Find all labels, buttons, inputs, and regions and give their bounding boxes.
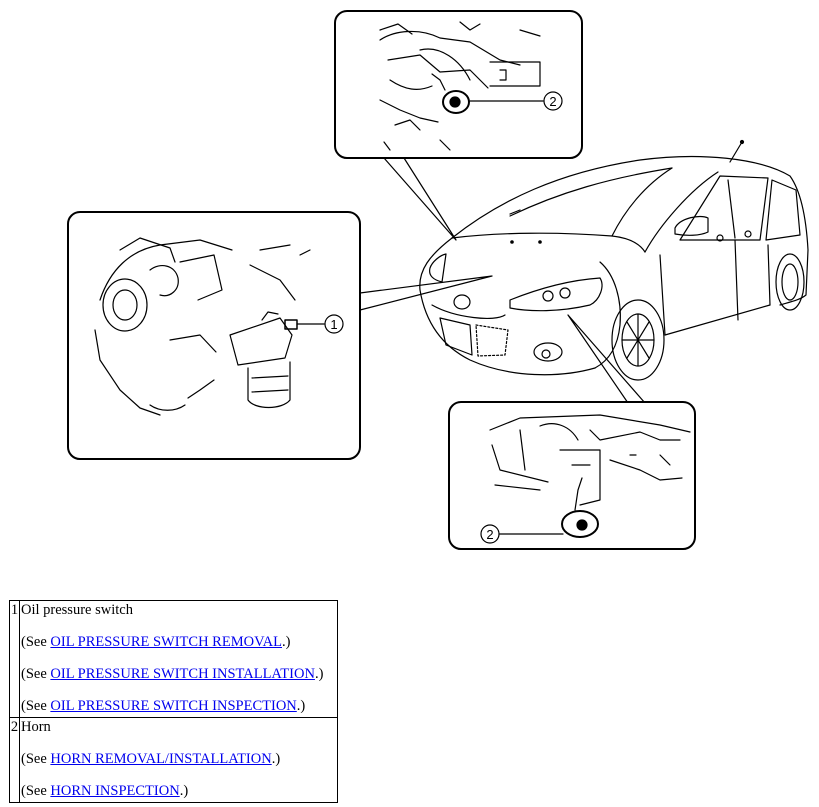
callout-2-bottom: 2: [486, 527, 493, 542]
callout-2-top: 2: [549, 94, 556, 109]
item-number: 2: [9, 717, 20, 803]
table-row: 2 Horn (See HORN REMOVAL/INSTALLATION.) …: [9, 717, 338, 803]
link-oil-pressure-switch-removal[interactable]: OIL PRESSURE SWITCH REMOVAL: [50, 634, 283, 650]
detail-box-bottom: 2: [448, 401, 696, 550]
item-description: Oil pressure switch (See OIL PRESSURE SW…: [19, 600, 338, 718]
link-oil-pressure-switch-inspection[interactable]: OIL PRESSURE SWITCH INSPECTION: [50, 698, 297, 714]
vehicle-illustration: [419, 139, 809, 381]
item-number: 1: [9, 600, 20, 718]
component-location-figure: 2 1: [67, 10, 809, 550]
table-row: 1 Oil pressure switch (See OIL PRESSURE …: [9, 600, 338, 718]
link-horn-removal-installation[interactable]: HORN REMOVAL/INSTALLATION: [50, 751, 272, 767]
legend-table: 1 Oil pressure switch (See OIL PRESSURE …: [9, 600, 338, 803]
callout-1: 1: [330, 317, 337, 332]
link-horn-inspection[interactable]: HORN INSPECTION: [50, 783, 180, 799]
see-reference: (See OIL PRESSURE SWITCH REMOVAL.): [21, 634, 291, 650]
detail-box-top: 2: [334, 10, 583, 159]
detail-box-left: 1: [67, 211, 361, 460]
see-reference: (See OIL PRESSURE SWITCH INSPECTION.): [21, 698, 306, 714]
item-title: Horn: [21, 719, 51, 735]
callout-pointers: [359, 157, 646, 404]
link-oil-pressure-switch-installation[interactable]: OIL PRESSURE SWITCH INSTALLATION: [50, 666, 315, 682]
item-title: Oil pressure switch: [21, 602, 133, 618]
see-reference: (See HORN REMOVAL/INSTALLATION.): [21, 751, 281, 767]
see-reference: (See OIL PRESSURE SWITCH INSTALLATION.): [21, 666, 324, 682]
see-reference: (See HORN INSPECTION.): [21, 783, 189, 799]
item-description: Horn (See HORN REMOVAL/INSTALLATION.) (S…: [19, 717, 338, 803]
